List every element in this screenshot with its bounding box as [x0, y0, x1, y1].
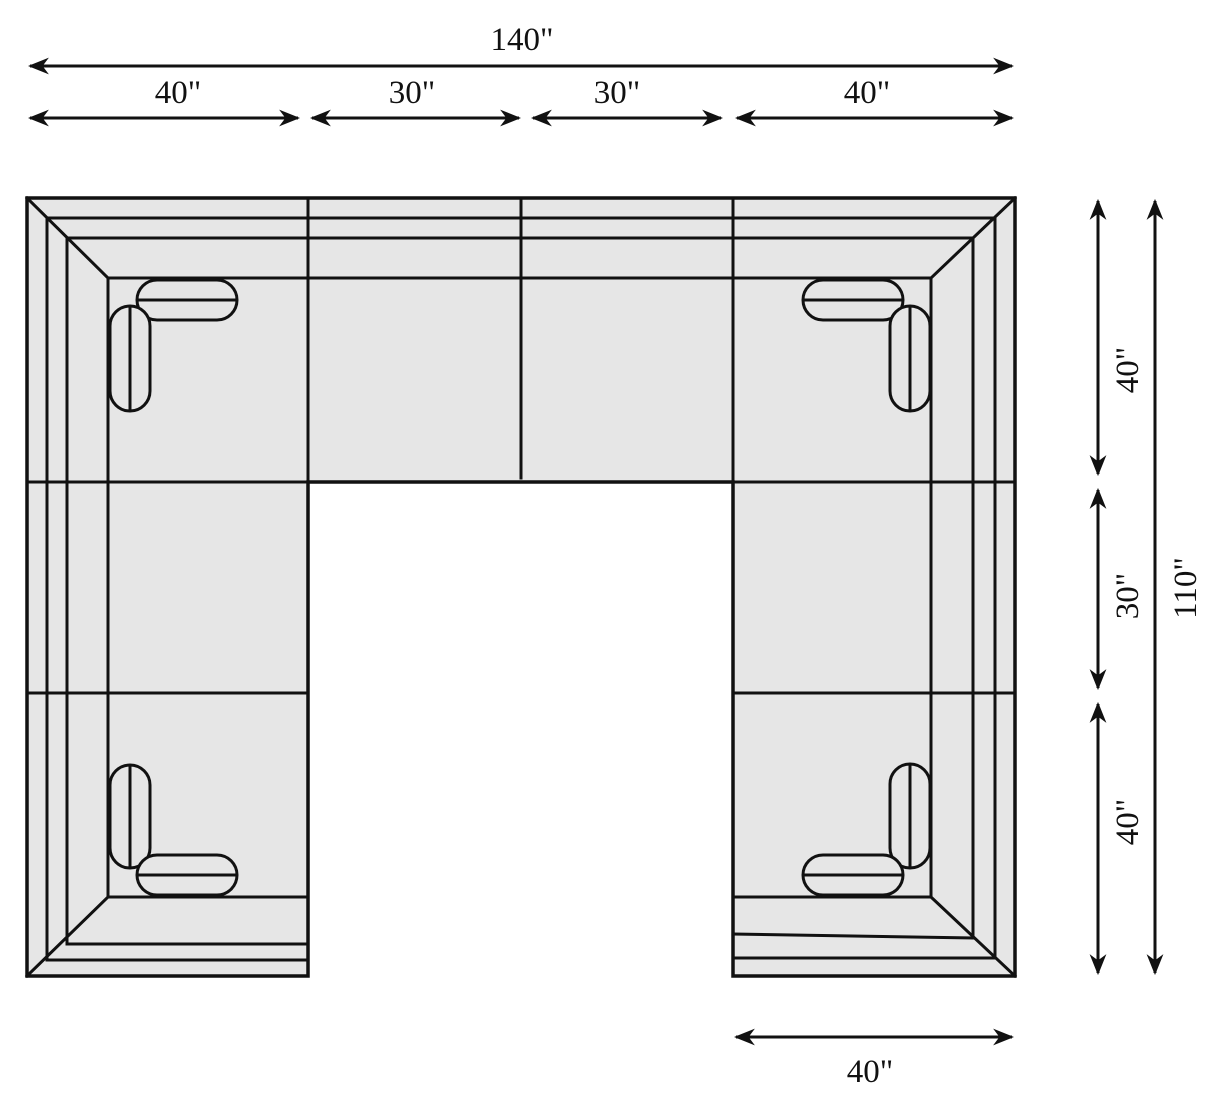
pillow-top-left-horizontal [135, 278, 239, 322]
dimension-label-total-width: 140" [491, 22, 554, 58]
pillow-bottom-right-horizontal [801, 853, 905, 897]
pillow-top-right-horizontal [801, 278, 905, 322]
dimension-label-bottom-arm: 40" [847, 1054, 893, 1090]
dimension-label-top-4: 40" [844, 75, 890, 111]
dimension-label-right-3: 40" [1110, 799, 1146, 845]
dimension-label-top-1: 40" [155, 75, 201, 111]
dimension-label-total-depth: 110" [1168, 557, 1204, 619]
pillow-bottom-left-vertical [108, 763, 152, 870]
pillow-bottom-right-vertical [888, 762, 932, 870]
pillow-top-left-vertical [108, 304, 152, 413]
dimension-label-right-1: 40" [1110, 347, 1146, 393]
pillow-top-right-vertical [888, 304, 932, 413]
dimension-label-top-3: 30" [594, 75, 640, 111]
dimension-label-right-2: 30" [1110, 573, 1146, 619]
sofa-outline [24, 195, 1018, 979]
dimension-label-top-2: 30" [389, 75, 435, 111]
pillow-bottom-left-horizontal [135, 853, 239, 897]
